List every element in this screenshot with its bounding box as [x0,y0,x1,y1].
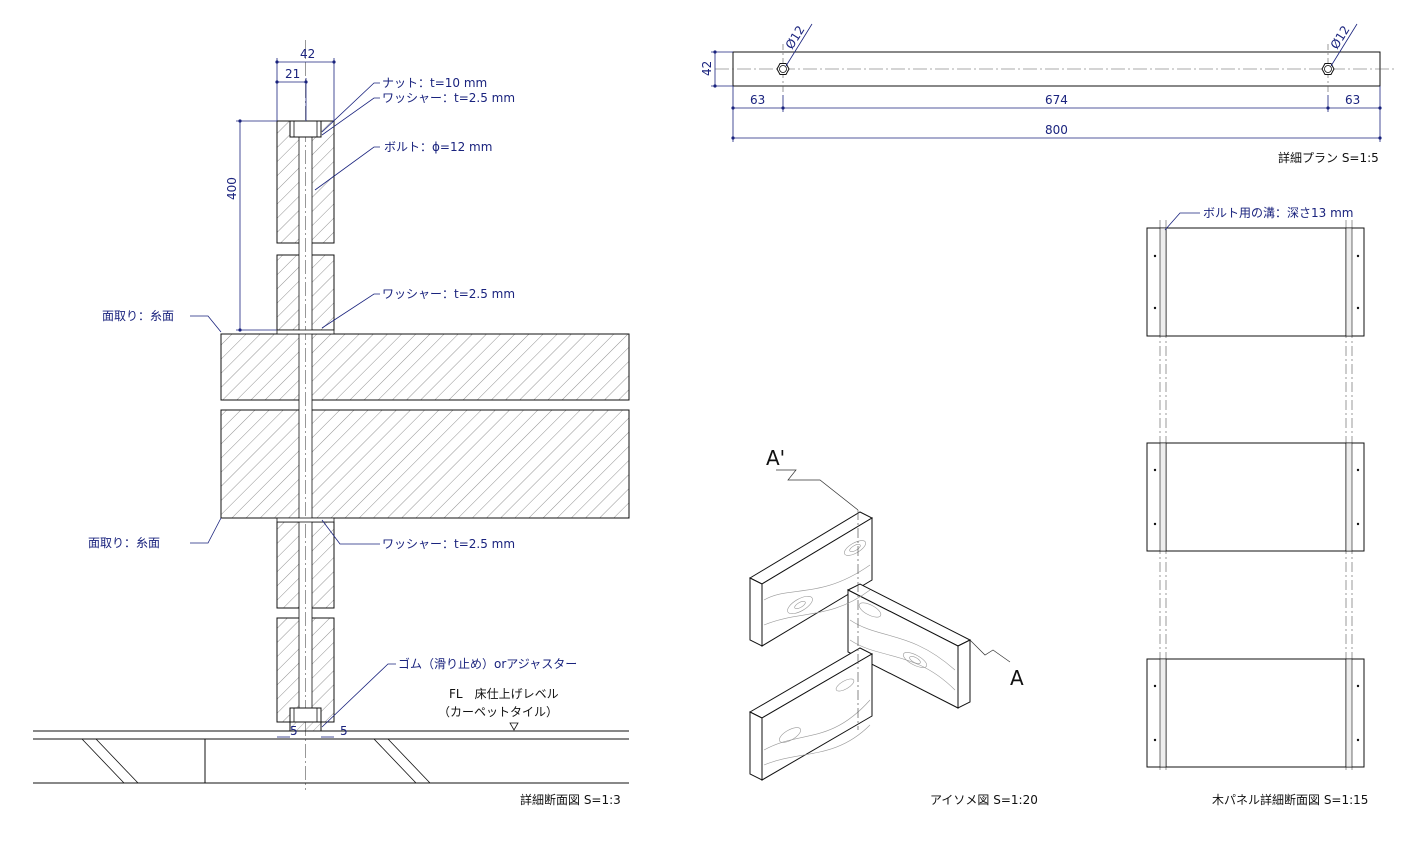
note-nut: ナット：t=10 mm [382,76,487,90]
note-washer-mid: ワッシャー：t=2.5 mm [382,287,515,301]
note-chamfer-bottom: 面取り：糸面 [88,536,160,550]
panel-section-view: ボルト用の溝：深さ13 mm 木パネル詳細断面図 S=1:15 [1146,206,1368,807]
panel-top [1146,227,1365,337]
dim-width-42: 42 [300,47,315,61]
note-chamfer-top: 面取り：糸面 [102,309,174,323]
nut-top [289,120,322,138]
section-marker-a-prime: A' [766,446,785,470]
note-rubber-foot: ゴム（滑り止め）orアジャスター [398,656,577,671]
caption-panel-section: 木パネル詳細断面図 S=1:15 [1212,792,1368,807]
dim-width-21: 21 [285,67,300,81]
plan-dim-edge-left: 63 [750,93,765,107]
plan-dim-total: 800 [1045,123,1068,137]
dim-foot-right: 5 [340,724,348,738]
note-floor-level: FL 床仕上げレベル [449,687,559,701]
detail-plan-view: Ø12 Ø12 42 63 674 63 800 詳細プラン S=1:5 [700,23,1395,165]
plan-dim-span: 674 [1045,93,1068,107]
note-bolt-groove: ボルト用の溝：深さ13 mm [1203,206,1353,220]
nut-bottom [289,707,322,723]
note-bolt: ボルト：ϕ=12 mm [384,140,492,154]
note-floor-finish: （カーペットタイル） [438,705,558,719]
wood-grain [763,540,956,766]
note-washer-low: ワッシャー：t=2.5 mm [382,537,515,551]
caption-detail-section: 詳細断面図 S=1:3 [520,792,621,807]
dim-height-400: 400 [225,177,239,200]
plan-dim-depth: 42 [700,61,714,76]
shelf-panel-lower [220,409,630,519]
shelf-panel-upper [220,333,630,401]
panel-bottom [1146,658,1365,768]
panel-middle [1146,442,1365,552]
plan-dim-edge-right: 63 [1345,93,1360,107]
floor-level-marker [509,722,519,731]
note-washer-top: ワッシャー：t=2.5 mm [382,91,515,105]
caption-isometric: アイソメ図 S=1:20 [930,793,1038,807]
dim-foot-left: 5 [290,724,298,738]
detail-section-view: 42 21 400 5 5 ナット：t=10 mm ワッシャー：t=2.5 mm… [33,40,630,807]
section-marker-a: A [1010,666,1024,690]
caption-detail-plan: 詳細プラン S=1:5 [1278,150,1379,165]
isometric-view: A' A アイソメ図 S=1:20 [748,446,1038,807]
